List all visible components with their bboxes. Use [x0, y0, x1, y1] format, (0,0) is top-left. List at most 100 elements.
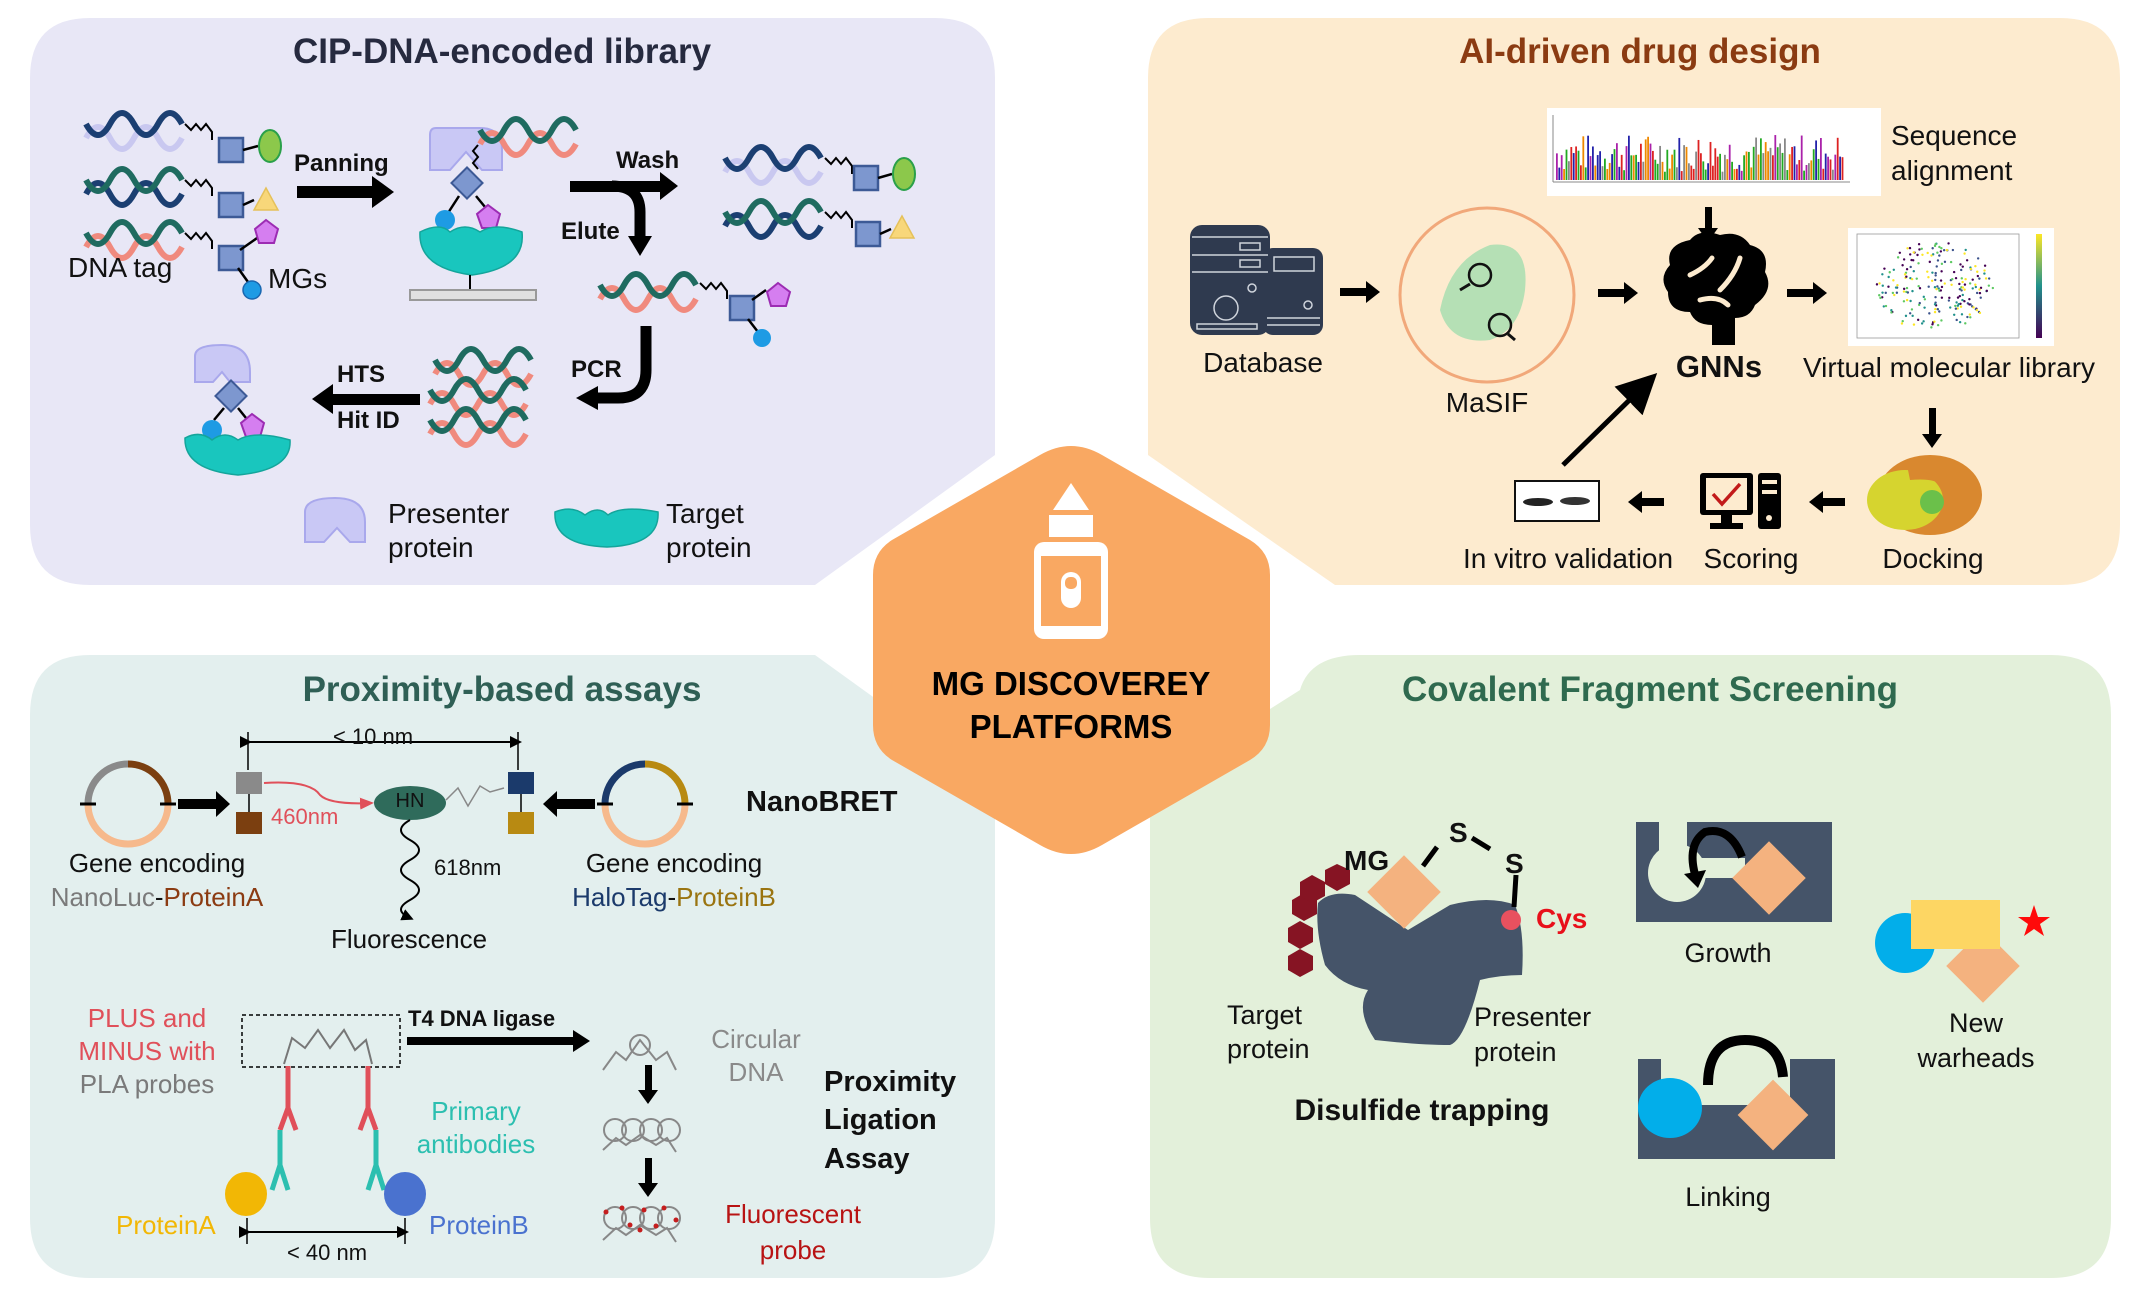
logo-bar	[1834, 154, 1837, 180]
scatter-point	[1928, 312, 1931, 315]
pla-name-line3: Assay	[824, 1143, 910, 1175]
presenter-protein-line1: Presenter	[1474, 1002, 1592, 1032]
logo-bar	[1637, 161, 1640, 180]
scatter-point	[1952, 270, 1956, 274]
logo-bar	[1649, 143, 1652, 180]
scatter-point	[1931, 271, 1934, 274]
scatter-point	[1975, 308, 1979, 312]
protein-b-label: ProteinB	[429, 1210, 529, 1240]
scatter-point	[1976, 257, 1980, 260]
scatter-point	[1908, 246, 1912, 250]
fluorescent-probe-line2: probe	[759, 1235, 827, 1265]
scatter-point	[1978, 277, 1981, 280]
scatter-point	[1958, 282, 1961, 286]
logo-bar	[1652, 150, 1654, 180]
scatter-point	[1956, 307, 1959, 310]
scatter-point	[1896, 284, 1899, 287]
scatter-point	[1959, 263, 1962, 266]
scatter-point	[1934, 271, 1937, 275]
circular-dna-line1: Circular	[711, 1024, 801, 1054]
scatter-point	[1930, 279, 1934, 282]
scatter-point	[1918, 301, 1921, 305]
logo-bar	[1786, 170, 1789, 180]
logo-bar	[1738, 164, 1741, 180]
logo-bar	[1570, 147, 1573, 180]
growth-icon	[1636, 822, 1832, 922]
scatter-point	[1983, 269, 1986, 272]
scatter-point	[1918, 287, 1922, 290]
scatter-point	[1939, 250, 1943, 253]
logo-bar	[1755, 137, 1757, 180]
sequence-alignment-image	[1547, 108, 1881, 196]
logo-bar	[1630, 155, 1633, 180]
right-gene-line2: HaloTag-ProteinB	[572, 882, 776, 913]
scatter-point	[1922, 320, 1925, 323]
logo-bar	[1714, 148, 1717, 180]
scatter-point	[1927, 285, 1930, 288]
logo-bar	[1608, 162, 1611, 180]
scatter-point	[1958, 320, 1962, 324]
logo-bar	[1556, 153, 1558, 180]
nanoluc-text: NanoLuc	[50, 882, 155, 912]
scatter-point	[1938, 245, 1941, 249]
scatter-point	[1933, 320, 1936, 323]
logo-bar	[1774, 135, 1777, 180]
logo-bar	[1604, 158, 1606, 180]
logo-bar	[1587, 135, 1589, 180]
scatter-point	[1971, 278, 1974, 281]
logo-bar	[1635, 154, 1637, 180]
scatter-point	[1884, 304, 1888, 308]
logo-bar	[1839, 156, 1841, 180]
scatter-point	[1909, 253, 1912, 256]
scatter-point	[1890, 309, 1893, 312]
logo-bar	[1709, 141, 1712, 180]
mgs-label: MGs	[268, 263, 328, 294]
scatter-point	[1922, 295, 1925, 299]
scatter-point	[1934, 307, 1937, 311]
logo-bar	[1836, 137, 1839, 180]
pla-probes-line3: PLA probes	[79, 1069, 215, 1099]
logo-bar	[1601, 166, 1604, 180]
ligase-label: T4 DNA ligase	[408, 1006, 556, 1031]
logo-bar	[1659, 145, 1661, 180]
logo-bar	[1577, 150, 1580, 180]
scatter-point	[1959, 305, 1963, 308]
logo-bar	[1620, 154, 1623, 180]
logo-bar	[1779, 143, 1781, 180]
database-label: Database	[1203, 347, 1323, 378]
database-icon	[1190, 225, 1323, 335]
logo-bar	[1812, 149, 1815, 180]
scatter-point	[1926, 251, 1929, 255]
scatter-point	[1884, 291, 1887, 295]
scatter-point	[1943, 282, 1946, 285]
scatter-point	[1912, 270, 1915, 273]
scatter-point	[1875, 283, 1879, 286]
scatter-point	[1936, 251, 1939, 254]
logo-bar	[1791, 146, 1793, 180]
masif-label: MaSIF	[1445, 387, 1529, 418]
scatter-point	[1905, 275, 1908, 278]
scatter-point	[1968, 313, 1972, 316]
covalent-illustration	[1288, 822, 2050, 1159]
cys-label: Cys	[1536, 903, 1588, 934]
scatter-point	[1902, 287, 1906, 291]
scatter-point	[1983, 264, 1987, 267]
logo-bar	[1700, 153, 1702, 180]
protein-a-text: ProteinA	[163, 882, 264, 912]
logo-bar	[1805, 165, 1808, 180]
scatter-point	[1881, 296, 1884, 299]
new-warheads-icon	[1875, 900, 2050, 1003]
logo-bar	[1721, 171, 1724, 180]
logo-bar	[1688, 163, 1690, 180]
scatter-point	[1891, 291, 1895, 295]
presenter-protein-line2: protein	[1474, 1037, 1557, 1067]
scatter-point	[1961, 286, 1965, 289]
covalent-panel	[1150, 655, 2111, 1278]
docking-icon	[1867, 455, 1982, 535]
logo-bar	[1808, 163, 1810, 180]
scatter-point	[1960, 289, 1963, 292]
scatter-point	[1902, 300, 1906, 303]
legend-target-line2: protein	[666, 532, 752, 563]
scatter-point	[1931, 253, 1935, 256]
